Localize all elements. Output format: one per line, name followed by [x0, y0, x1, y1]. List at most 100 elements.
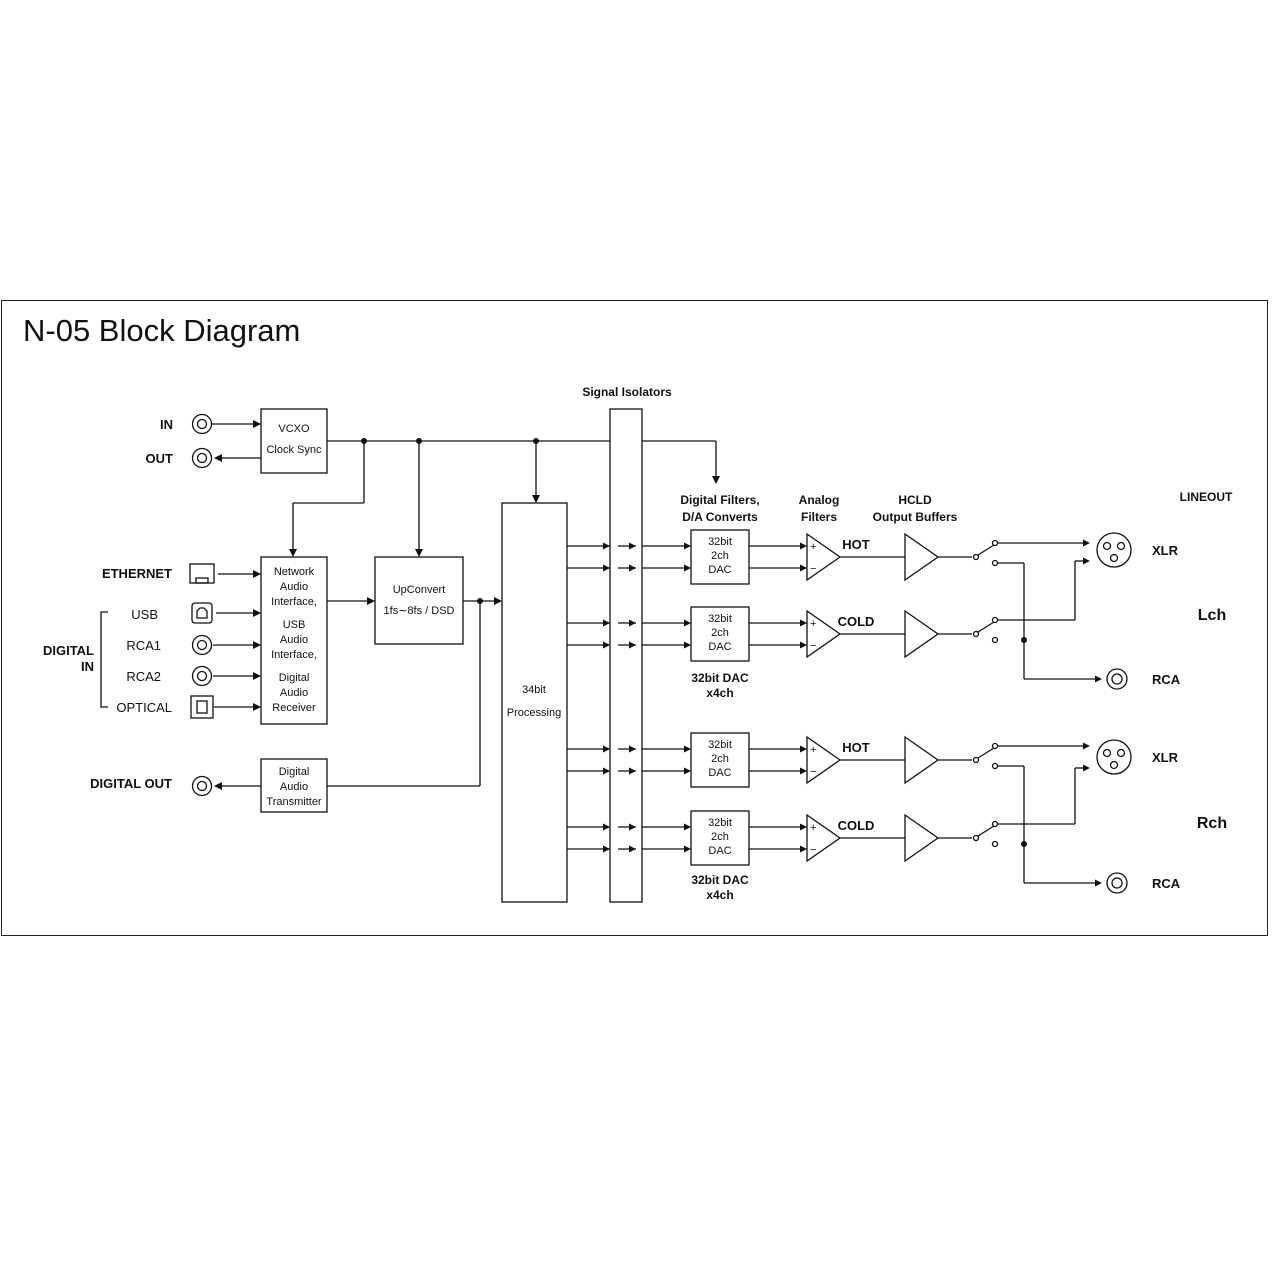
vcxo-clock-sync-block: VCXO Clock Sync	[260, 408, 328, 474]
network-text-6: Interface,	[271, 649, 317, 661]
analog-filters-header-1: Analog	[799, 493, 840, 507]
rca1-label: RCA1	[126, 638, 161, 653]
digital-in-bracket	[100, 611, 108, 708]
left-xlr-label: XLR	[1152, 543, 1179, 558]
network-usb-receiver-block: Network Audio Interface, USB Audio Inter…	[260, 556, 328, 725]
digital-in-label-line2: IN	[81, 659, 94, 674]
hcld-header-2: Output Buffers	[873, 510, 958, 524]
opamp-plus-sign: +	[810, 541, 816, 553]
processing-text-2: Processing	[507, 707, 561, 719]
right-hot-hcld-buffer	[904, 735, 940, 785]
opamp-minus-sign: −	[810, 563, 816, 575]
right-cold-output-switch	[972, 820, 999, 848]
left-cold-signal-label: COLD	[838, 614, 875, 629]
dac-text-2: 2ch	[711, 627, 729, 639]
in-coax-jack-icon	[191, 413, 213, 435]
dac-text-3: DAC	[708, 641, 731, 653]
opamp-plus-sign: +	[810, 822, 816, 834]
left-hot-analog-filter-opamp: +−	[806, 532, 842, 582]
dac-x4-left-1: 32bit DAC	[691, 671, 749, 685]
output-chains: 32bit2chDAC+−HOT32bit2chDAC+−COLD32bit2c…	[567, 529, 1181, 894]
processing-text-1: 34bit	[522, 684, 546, 696]
digital-filters-header-1: Digital Filters,	[680, 493, 759, 507]
dac-x4-right-1: 32bit DAC	[691, 873, 749, 887]
right-cold-analog-filter-opamp: +−	[806, 813, 842, 863]
clock-sync-label: Clock Sync	[266, 444, 322, 456]
right-cold-hcld-buffer	[904, 813, 940, 863]
right-hot-signal-label: HOT	[842, 740, 870, 755]
digital-in-label-line1: DIGITAL	[43, 643, 94, 658]
out-label: OUT	[146, 451, 174, 466]
usb-label: USB	[131, 607, 158, 622]
left-cold-hcld-buffer	[904, 609, 940, 659]
network-text-7: Digital	[279, 672, 310, 684]
left-hot-output-switch	[972, 539, 999, 567]
opamp-minus-sign: −	[810, 766, 816, 778]
diagram-frame	[1, 300, 1268, 936]
opamp-minus-sign: −	[810, 844, 816, 856]
dac-text-3: DAC	[708, 767, 731, 779]
upconvert-text-1: UpConvert	[393, 584, 446, 596]
left-hot-signal-label: HOT	[842, 537, 870, 552]
network-text-5: Audio	[280, 634, 308, 646]
right-xlr-connector-icon	[1096, 739, 1132, 775]
lineout-header: LINEOUT	[1180, 490, 1233, 504]
rca2-jack-icon	[191, 665, 213, 687]
transmitter-text-2: Audio	[280, 781, 308, 793]
out-coax-jack-icon	[191, 447, 213, 469]
transmitter-text-1: Digital	[279, 766, 310, 778]
rca2-label: RCA2	[126, 669, 161, 684]
ethernet-port-icon	[189, 563, 215, 584]
dac-text-1: 32bit	[708, 613, 732, 625]
vcxo-label: VCXO	[278, 423, 310, 435]
right-rca-jack-icon	[1106, 872, 1128, 894]
upconvert-text-2: 1fs∼8fs / DSD	[384, 605, 455, 617]
right-cold-signal-label: COLD	[838, 818, 875, 833]
right-hot-output-switch	[972, 742, 999, 770]
dac-text-1: 32bit	[708, 739, 732, 751]
left-cold-output-switch	[972, 616, 999, 644]
dac-text-2: 2ch	[711, 550, 729, 562]
dac-text-1: 32bit	[708, 817, 732, 829]
digital-out-label: DIGITAL OUT	[90, 776, 172, 791]
processing-block: 34bit Processing	[501, 502, 568, 903]
rca1-jack-icon	[191, 634, 213, 656]
rch-label: Rch	[1197, 815, 1227, 832]
transmitter-text-3: Transmitter	[266, 796, 322, 808]
analog-filters-header-2: Filters	[801, 510, 837, 524]
lch-label: Lch	[1198, 607, 1226, 624]
optical-port-icon	[190, 695, 214, 719]
signal-isolators-block	[609, 408, 643, 903]
usb-port-icon	[191, 602, 213, 624]
optical-label: OPTICAL	[116, 700, 172, 715]
dac-x4-left-2: x4ch	[706, 686, 733, 700]
left-xlr-connector-icon	[1096, 532, 1132, 568]
network-text-3: Interface,	[271, 596, 317, 608]
left-rca-label: RCA	[1152, 672, 1181, 687]
right-hot-analog-filter-opamp: +−	[806, 735, 842, 785]
dac-text-3: DAC	[708, 564, 731, 576]
digital-out-jack-icon	[191, 775, 213, 797]
right-rca-label: RCA	[1152, 876, 1181, 891]
dac-x4-right-2: x4ch	[706, 888, 733, 902]
right-xlr-label: XLR	[1152, 750, 1179, 765]
left-rca-jack-icon	[1106, 668, 1128, 690]
left-hot-hcld-buffer	[904, 532, 940, 582]
dac-text-2: 2ch	[711, 753, 729, 765]
dac-text-3: DAC	[708, 845, 731, 857]
upconvert-block: UpConvert 1fs∼8fs / DSD	[374, 556, 464, 645]
network-text-4: USB	[283, 619, 306, 631]
opamp-plus-sign: +	[810, 618, 816, 630]
ethernet-label: ETHERNET	[102, 566, 172, 581]
dac-text-1: 32bit	[708, 536, 732, 548]
opamp-minus-sign: −	[810, 640, 816, 652]
